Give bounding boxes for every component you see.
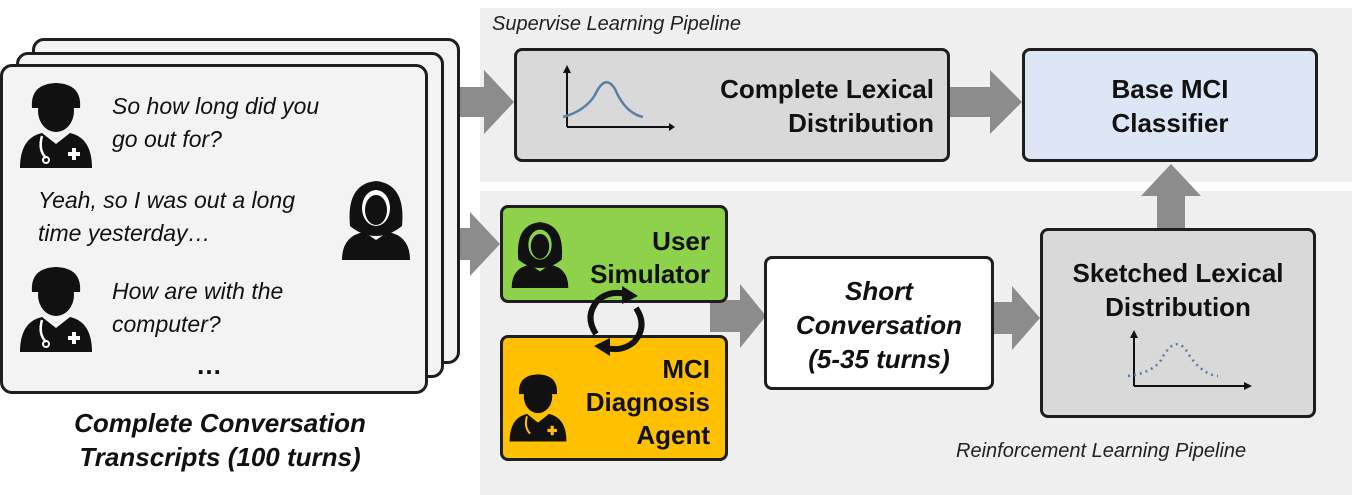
- complete-lexical-box: [514, 48, 950, 162]
- patient-line-2: time yesterday…: [38, 220, 211, 246]
- patient-icon: [511, 222, 569, 288]
- base-classifier-line-1: Base MCI: [1111, 74, 1229, 104]
- complete-lexical-line-1: Complete Lexical: [720, 74, 934, 104]
- transcript-caption-line-1: Complete Conversation: [74, 408, 366, 438]
- doctor-line-4: computer?: [112, 311, 221, 337]
- curve-chart-icon: [562, 65, 675, 131]
- doctor-line-3: How are with the: [112, 278, 284, 304]
- supervised-pipeline-label: Supervise Learning Pipeline: [492, 13, 742, 35]
- short-conversation-line-2: Conversation: [795, 310, 963, 340]
- short-conversation-line-3: (5-35 turns): [808, 344, 950, 374]
- reinforcement-pipeline-label: Reinforcement Learning Pipeline: [956, 440, 1247, 462]
- sketched-lexical-line-2: Distribution: [1105, 292, 1251, 322]
- doctor-icon: [20, 267, 92, 352]
- mci-agent-line-2: Diagnosis: [585, 387, 710, 417]
- transcript-ellipsis: …: [196, 350, 222, 380]
- short-conversation-line-1: Short: [845, 276, 913, 306]
- sketched-lexical-box: [1040, 228, 1316, 418]
- base-classifier-line-2: Classifier: [1111, 108, 1229, 138]
- arrow-complete-to-base: [949, 70, 1022, 134]
- mci-agent-line-3: Agent: [636, 420, 710, 450]
- complete-lexical-line-2: Distribution: [788, 108, 934, 138]
- user-simulator-line-2: Simulator: [590, 259, 710, 289]
- base-classifier-box: [1022, 48, 1318, 162]
- dotted-curve-chart-icon: [1127, 330, 1252, 390]
- user-simulator-line-1: User: [652, 226, 710, 256]
- patient-line-1: Yeah, so I was out a long: [38, 187, 296, 213]
- sketched-lexical-line-1: Sketched Lexical: [1072, 258, 1284, 288]
- doctor-icon: [20, 83, 92, 168]
- doctor-line-1: So how long did you: [112, 93, 320, 119]
- short-conversation-box: [764, 256, 994, 390]
- arrow-short-to-sketched: [993, 286, 1040, 350]
- doctor-line-2: go out for?: [112, 126, 222, 152]
- mci-agent-line-1: MCI: [662, 354, 710, 384]
- patient-icon: [342, 181, 410, 260]
- arrow-sketched-to-base: [1141, 164, 1201, 228]
- cycle-arrows-icon: [587, 286, 645, 356]
- transcript-caption-line-2: Transcripts (100 turns): [79, 442, 361, 472]
- doctor-icon: [509, 374, 567, 442]
- arrow-transcripts-to-complete: [430, 70, 514, 134]
